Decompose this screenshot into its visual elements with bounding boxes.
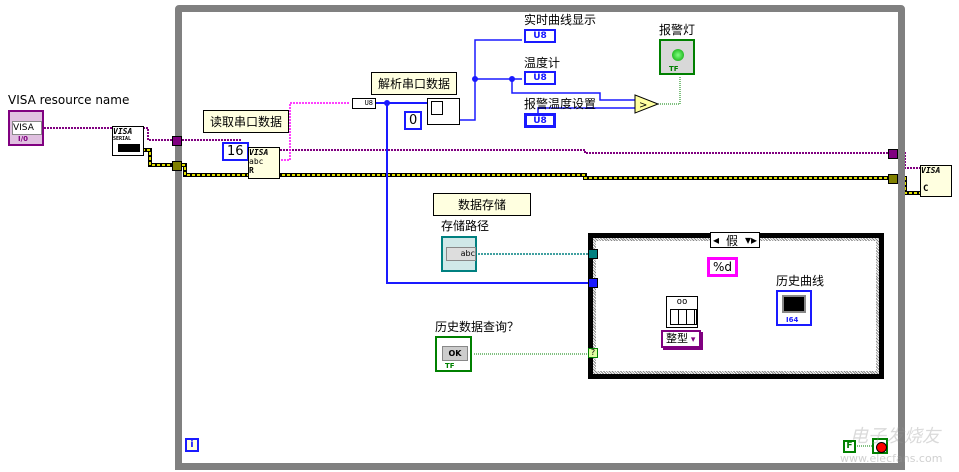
watermark-text: 电子发烧友 [850, 426, 940, 447]
chart-icon [782, 295, 806, 313]
visa-serial-title: VISA [113, 127, 133, 136]
svg-text:>: > [639, 100, 647, 111]
type-select-value: 整型 [666, 332, 688, 345]
case-structure[interactable] [588, 233, 884, 379]
alarm-setting-label: 报警温度设置 [524, 97, 597, 111]
index-array-node[interactable] [427, 98, 460, 125]
history-chart-type: I64 [786, 316, 799, 324]
boolean-wire [658, 76, 681, 105]
realtime-chart-label: 实时曲线显示 [524, 13, 597, 27]
visa-resource-value: VISA [12, 121, 42, 135]
visa-serial-subtitle: SERIAL [113, 136, 132, 142]
string-wire [278, 102, 350, 161]
type-select-ring[interactable]: 整型 ▾ [661, 330, 701, 348]
parse-serial-label: 解析串口数据 [371, 72, 458, 95]
stop-icon [876, 442, 887, 453]
format-string-constant[interactable]: %d [707, 257, 739, 277]
alarm-setting-control[interactable]: U8 [524, 113, 556, 128]
history-query-value: OK [442, 346, 468, 361]
watermark-url: www.elecfans.com [840, 452, 942, 465]
history-chart-indicator[interactable]: I64 [776, 290, 812, 326]
visa-resource-label: VISA resource name [8, 93, 130, 107]
visa-close-title: VISA [921, 166, 941, 175]
led-icon [672, 49, 684, 61]
visa-read-text: abc [249, 157, 264, 166]
visa-read-node[interactable]: VISA abc R [248, 147, 280, 179]
read-spreadsheet-node[interactable]: oo [666, 296, 698, 328]
index-constant[interactable]: 0 [404, 111, 423, 130]
thermometer-type: U8 [533, 73, 547, 83]
case-dropdown-icon[interactable]: ▾▸ [744, 233, 757, 247]
storage-path-label: 存储路径 [441, 219, 490, 233]
visa-resource-terminal: I/0 [18, 135, 29, 143]
path-tunnel [588, 249, 598, 259]
visa-close-mode: C [923, 184, 929, 194]
stop-terminal[interactable] [872, 438, 888, 454]
alarm-setting-type: U8 [533, 116, 547, 126]
error-tunnel-right [888, 174, 898, 184]
history-query-terminal: TF [445, 362, 455, 370]
watermark: 电子发烧友 [850, 422, 940, 448]
visa-read-title: VISA [249, 148, 269, 157]
realtime-chart-type: U8 [533, 31, 547, 41]
numeric-tunnel [588, 278, 598, 288]
case-selector-value: 假 [725, 233, 738, 248]
realtime-chart-indicator[interactable]: U8 [524, 29, 556, 43]
greater-than-node[interactable]: > [634, 94, 660, 114]
while-loop[interactable] [175, 5, 905, 470]
case-selector-terminal: ? [588, 348, 598, 358]
storage-path-value: abc [446, 247, 476, 261]
byte-count-constant[interactable]: 16 [222, 142, 249, 161]
case-selector[interactable]: ◂ 假 ▾▸ [710, 232, 760, 248]
type-cast-node[interactable]: U8 [352, 98, 376, 109]
history-chart-label: 历史曲线 [776, 274, 825, 288]
visa-resource-control[interactable]: VISA I/0 [8, 110, 44, 146]
visa-tunnel-right [888, 149, 898, 159]
array-icon [431, 101, 443, 115]
numeric-wire [375, 102, 594, 284]
serial-port-icon [118, 144, 140, 152]
glasses-icon: oo [676, 297, 688, 307]
data-storage-label: 数据存储 [433, 193, 531, 216]
visa-close-node[interactable]: VISA C [920, 165, 952, 197]
visa-serial-config-node[interactable]: VISA SERIAL [112, 126, 144, 156]
history-query-control[interactable]: OK TF [435, 336, 472, 372]
thermometer-label: 温度计 [524, 56, 561, 70]
thermometer-indicator[interactable]: U8 [524, 71, 556, 85]
stop-constant-value: F [846, 441, 853, 451]
alarm-light-indicator[interactable]: TF [659, 39, 695, 75]
visa-tunnel-left [172, 136, 182, 146]
visa-read-mode: R [249, 166, 254, 175]
alarm-light-terminal: TF [669, 65, 679, 73]
watermark-url-text: www.elecfans.com [840, 452, 943, 465]
iteration-label: i [190, 439, 194, 450]
alarm-light-label: 报警灯 [659, 23, 696, 37]
stop-constant[interactable]: F [843, 440, 856, 453]
table-icon [670, 309, 697, 325]
history-query-label: 历史数据查询？ [435, 320, 520, 334]
read-serial-label: 读取串口数据 [203, 110, 290, 133]
error-tunnel-left [172, 161, 182, 171]
case-prev-icon[interactable]: ◂ [713, 233, 720, 247]
storage-path-control[interactable]: abc [441, 236, 477, 272]
type-cast-type: U8 [364, 99, 373, 107]
iteration-terminal: i [185, 438, 199, 452]
